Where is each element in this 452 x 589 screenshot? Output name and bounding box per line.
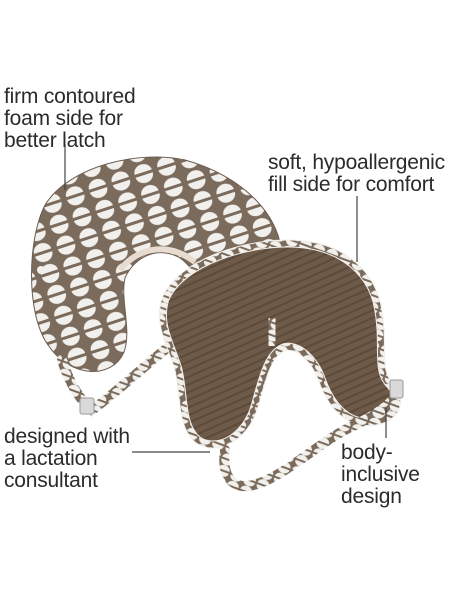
callout-lactation-consultant: designed with a lactation consultant <box>4 425 130 492</box>
leader-lines <box>64 144 387 453</box>
callout-body-inclusive: body- inclusive design <box>341 441 420 508</box>
foam-side-pillow <box>31 156 283 372</box>
callout-firm-foam: firm contoured foam side for better latc… <box>4 85 136 152</box>
front-pillow-strap <box>219 387 403 492</box>
buckle-icon <box>79 397 95 415</box>
callout-soft-fill: soft, hypoallergenic fill side for comfo… <box>268 151 445 196</box>
buckle-icon <box>389 379 404 399</box>
logo-tag <box>37 266 45 274</box>
